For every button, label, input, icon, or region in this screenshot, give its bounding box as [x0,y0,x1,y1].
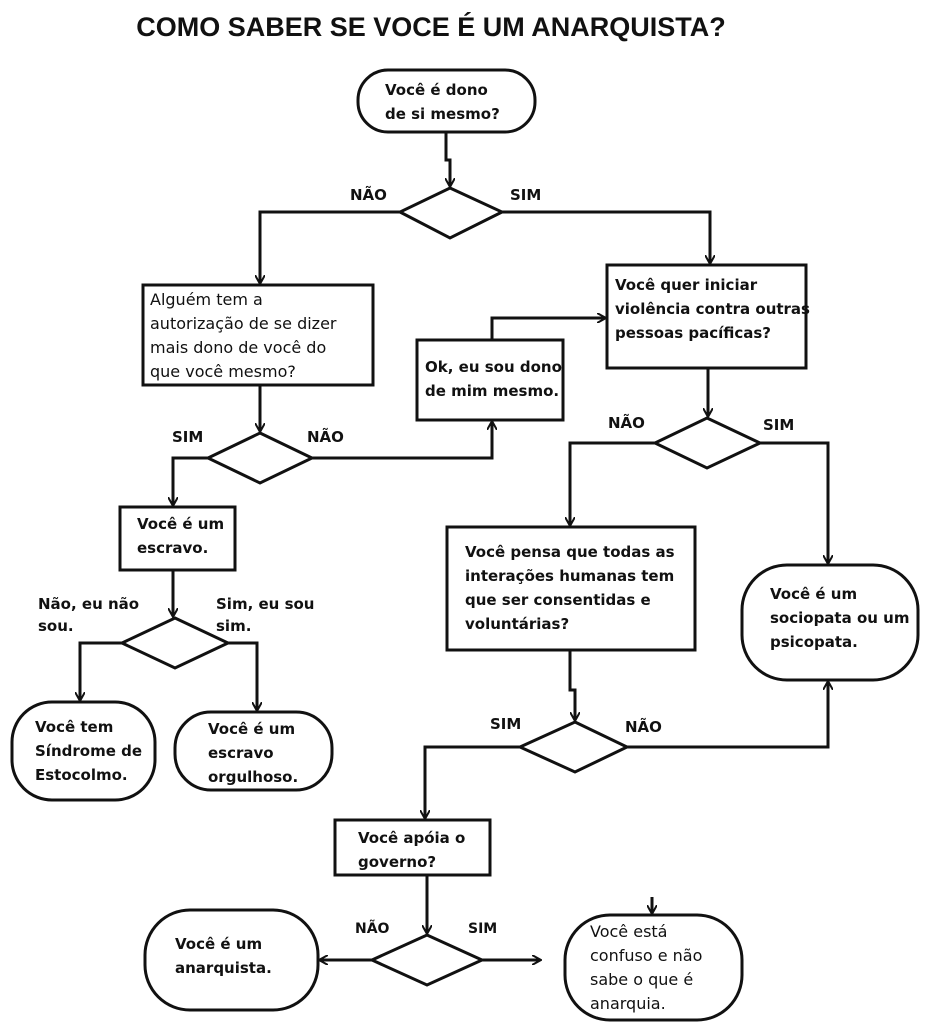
d4-yes-label: SIM [763,416,795,434]
text-line: anarquia. [590,994,666,1013]
text-line: Alguém tem a [150,290,263,309]
text-line: Você apóia o [358,829,466,847]
text-line: Você quer iniciar [615,276,758,294]
d6-yes-label: SIM [468,921,498,937]
decision-diamond-4 [651,416,764,470]
decision-diamond-5 [516,720,631,774]
violence-box [605,263,808,370]
text-line: Estocolmo. [35,766,128,784]
decision-diamond-6 [368,933,486,987]
page-title: COMO SABER SE VOCE É UM ANARQUISTA? [136,12,726,42]
d6-no-label: NÃO [355,921,390,937]
stockholm-terminator [10,700,157,802]
text-line: de mim mesmo. [425,382,560,400]
text-line: de si mesmo? [385,105,500,123]
text-line: Não, eu não [38,595,140,613]
text-line: sociopata ou um [770,609,910,627]
authority-box [141,283,375,387]
text-line: violência contra outras [615,300,810,318]
sociopath-text: Você é um sociopata ou um psicopata. [770,582,909,654]
government-box [333,818,492,877]
text-line: sim. [216,617,252,635]
text-line: sabe o que é [590,970,694,989]
text-line: que você mesmo? [150,362,296,381]
text-line: escravo. [137,539,209,557]
decision-diamond-1 [396,186,506,240]
text-line: Você pensa que todas as [465,543,675,561]
start-text: Você é dono de si mesmo? [385,78,500,126]
d5-yes-label: SIM [490,715,522,733]
d5-no-label: NÃO [625,718,662,736]
decision-diamond-2 [204,431,316,485]
text-line: psicopata. [770,633,858,651]
stockholm-text: Você tem Síndrome de Estocolmo. [35,715,142,787]
text-line: voluntárias? [465,615,570,633]
authority-text: Alguém tem a autorização de se dizer mai… [150,288,336,384]
text-line: Sim, eu sou [216,595,315,613]
text-line: Você é um [137,515,225,533]
text-line: Você é um [208,720,296,738]
text-line: orgulhoso. [208,768,299,786]
anarchist-text: Você é um anarquista. [175,932,272,980]
text-line: que ser consentidas e [465,591,651,609]
text-line: Você tem [35,718,114,736]
text-line: mais dono de você do [150,338,327,357]
d2-yes-label: SIM [172,428,204,446]
slave-text: Você é um escravo. [137,512,224,560]
slave-box [118,505,237,572]
d1-yes-label: SIM [510,186,542,204]
text-line: governo? [358,853,437,871]
text-line: anarquista. [175,959,272,977]
ok-box [415,338,565,422]
text-line: Você é dono [385,81,488,99]
proud-text: Você é um escravo orgulhoso. [208,717,298,789]
text-line: Você é um [175,935,263,953]
text-line: Você é um [770,585,858,603]
connectors [80,132,828,960]
d1-no-label: NÃO [350,186,387,204]
text-line: pessoas pacíficas? [615,324,771,342]
confused-text: Você está confuso e não sabe o que é ana… [590,920,702,1016]
violence-text: Você quer iniciar violência contra outra… [615,273,810,345]
decision-diamond-3 [118,616,232,670]
d4-no-label: NÃO [608,414,645,432]
d3-yes-label: Sim, eu sou sim. [216,593,314,637]
text-line: interações humanas tem [465,567,675,585]
text-line: Síndrome de [35,742,142,760]
text-line: sou. [38,617,74,635]
text-line: Ok, eu sou dono [425,358,562,376]
confused-terminator [563,913,744,1022]
d3-no-label: Não, eu não sou. [38,593,139,637]
text-line: Você está [590,922,668,941]
text-line: autorização de se dizer [150,314,337,333]
proud-terminator [173,710,334,792]
d2-no-label: NÃO [307,428,344,446]
text-line: escravo [208,744,274,762]
consent-text: Você pensa que todas as interações human… [465,540,675,636]
text-line: confuso e não [590,946,703,965]
government-text: Você apóia o governo? [358,826,465,874]
ok-text: Ok, eu sou dono de mim mesmo. [425,355,562,403]
